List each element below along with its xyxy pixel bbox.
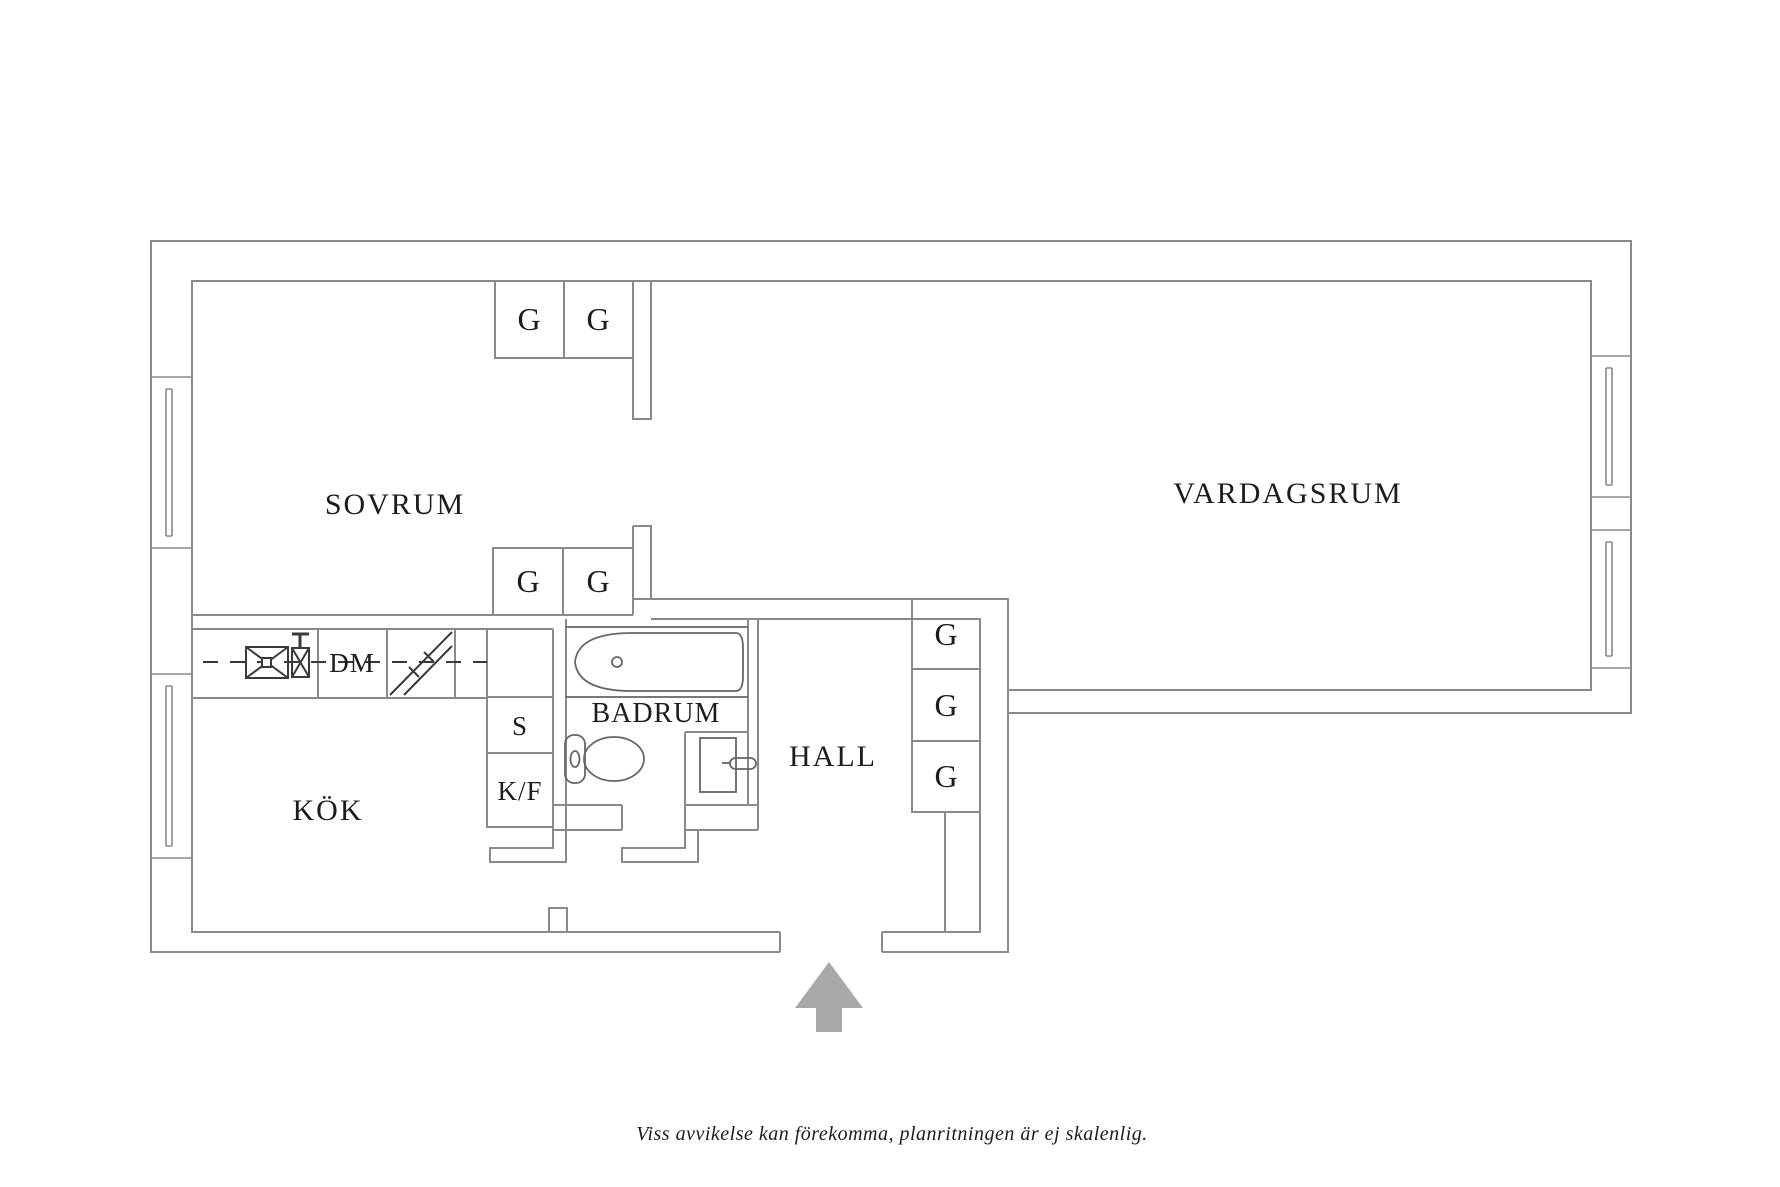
wall-bathroom-right <box>747 619 759 830</box>
kitchen-cabinets <box>486 696 554 828</box>
bathroom-label: BADRUM <box>592 698 721 729</box>
wardrobe-hall-column <box>911 598 980 813</box>
entrance-door-jambs <box>779 932 883 952</box>
hall-label: HALL <box>789 740 877 773</box>
faucet-tap <box>292 632 309 648</box>
kitchen-label: KÖK <box>293 794 364 827</box>
toilet-button <box>569 750 581 768</box>
windows <box>151 355 1631 859</box>
dishwasher-label: DM <box>329 648 375 678</box>
entrance-arrow-icon <box>795 962 863 1032</box>
fridge-freezer-box <box>486 752 554 828</box>
sink-symbol <box>245 646 289 679</box>
wall-stub-bathroom-doorway <box>621 830 699 863</box>
wall-pier-bottom <box>548 907 568 932</box>
wardrobe-bedroom-bottom <box>492 547 634 615</box>
labels: SOVRUM VARDAGSRUM KÖK HALL BADRUM DM S K… <box>293 301 1403 1145</box>
wall-outer-boundary <box>150 240 1632 953</box>
wall-stub-bedroom-lower <box>632 525 652 599</box>
sink-drain <box>261 657 272 668</box>
toilet <box>564 734 645 784</box>
bathtub-drain <box>611 656 623 668</box>
stove-diagonals <box>389 631 453 696</box>
wardrobe-label-hall-2: G <box>934 687 957 723</box>
window-bedroom <box>151 376 192 549</box>
bathroom-sink <box>699 737 757 793</box>
bedroom-label: SOVRUM <box>325 488 465 521</box>
wardrobe-label-bedroom-top-1: G <box>517 301 540 337</box>
window-livingroom-upper <box>1591 355 1631 498</box>
walls <box>150 240 1632 953</box>
wall-bathroom-bottom <box>553 804 758 831</box>
wall-stub-bedroom-upper <box>632 281 652 420</box>
window-livingroom-lower <box>1591 529 1631 669</box>
wardrobe-label-hall-1: G <box>934 616 957 652</box>
wardrobes <box>492 281 980 813</box>
window-kitchen <box>151 673 192 859</box>
wardrobe-bedroom-top <box>494 281 634 359</box>
stove-symbol <box>389 631 453 696</box>
toilet-bowl <box>583 736 645 782</box>
wall-bedroom-kitchen <box>192 614 633 630</box>
toilet-cistern <box>564 734 586 784</box>
fridge-freezer-label: K/F <box>497 776 542 806</box>
faucet-cross <box>291 647 310 678</box>
bathroom-fixtures <box>564 626 757 793</box>
wardrobe-label-bedroom-bottom-1: G <box>516 563 539 599</box>
wardrobe-label-bedroom-bottom-2: G <box>586 563 609 599</box>
kitchen-symbols <box>203 631 487 696</box>
wardrobe-label-bedroom-top-2: G <box>586 301 609 337</box>
wall-bathroom-left <box>552 619 567 830</box>
bathroom-sink-basin <box>699 737 737 793</box>
wardrobe-label-hall-3: G <box>934 758 957 794</box>
pantry-cabinet-label: S <box>512 711 528 741</box>
wall-inner-boundary <box>191 280 1592 933</box>
stove-ticks <box>408 651 435 678</box>
disclaimer-caption: Viss avvikelse kan förekomma, planritnin… <box>636 1123 1148 1145</box>
living-room-label: VARDAGSRUM <box>1173 477 1403 510</box>
wall-bathroom-sink-alcove <box>684 731 748 805</box>
bathtub-box <box>566 626 748 698</box>
sink-basin <box>245 646 289 679</box>
faucet-symbol <box>291 632 310 678</box>
bathtub <box>574 632 744 692</box>
bathroom-sink-faucet <box>729 757 757 770</box>
wall-hall-inner <box>651 618 981 933</box>
wall-stub-kitchen-doorway <box>489 830 567 863</box>
